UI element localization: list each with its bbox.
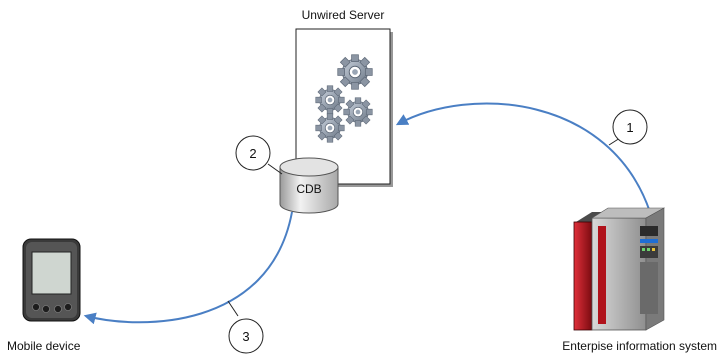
cdb-database-icon	[279, 157, 339, 214]
eis-label: Enterpise information system	[562, 339, 717, 353]
step-1-badge: 1	[612, 109, 648, 145]
mobile-device-icon	[22, 238, 81, 322]
step-2-badge: 2	[235, 135, 271, 171]
step-1-number: 1	[626, 120, 633, 135]
step-2-number: 2	[249, 146, 256, 161]
flow-arrow-cdb-to-mobile	[83, 211, 293, 325]
flow-arrow-eis-to-server	[395, 102, 651, 213]
enterprise-server-icon	[573, 207, 666, 331]
step-3-number: 3	[242, 329, 249, 344]
mobile-device-label: Mobile device	[7, 339, 81, 353]
server-title: Unwired Server	[302, 8, 385, 22]
cdb-label: CDB	[296, 182, 321, 196]
step-3-badge: 3	[228, 318, 264, 354]
